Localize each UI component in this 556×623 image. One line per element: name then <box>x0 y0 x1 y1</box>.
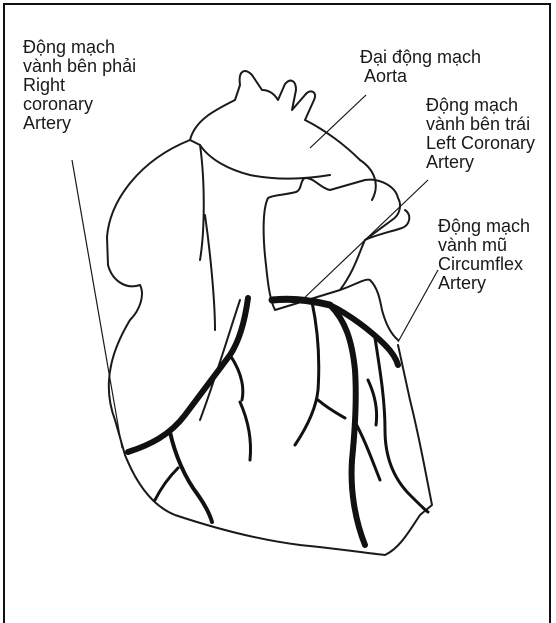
label-left-coronary-en-1: Left Coronary <box>426 134 535 153</box>
inner-wall-outline <box>205 215 215 330</box>
label-left-coronary: Động mạch vành bên trái Left Coronary Ar… <box>426 96 535 172</box>
lad-branch-2 <box>318 400 345 418</box>
right-coronary-artery <box>128 298 248 452</box>
lad-branch-1 <box>295 302 319 445</box>
label-right-coronary-en-3: Artery <box>23 114 136 133</box>
label-left-coronary-vi-1: Động mạch <box>426 96 535 115</box>
label-right-coronary-vi-2: vành bên phải <box>23 57 136 76</box>
right-atrium-outline <box>107 237 142 455</box>
vena-cava-outline <box>107 140 204 260</box>
label-right-coronary: Động mạch vành bên phải Right coronary A… <box>23 38 136 133</box>
label-circumflex-vi-1: Động mạch <box>438 217 530 236</box>
left-main-artery <box>272 299 330 305</box>
aorta-inner-outline <box>200 145 330 179</box>
rca-branch-2 <box>155 468 178 500</box>
pointer-right-coronary <box>72 160 122 448</box>
label-left-coronary-vi-2: vành bên trái <box>426 115 535 134</box>
label-aorta: Đại động mạch Aorta <box>360 48 481 86</box>
label-circumflex-en-1: Circumflex <box>438 255 530 274</box>
label-aorta-en: Aorta <box>360 67 481 86</box>
circumflex-branch-2 <box>368 380 377 425</box>
label-right-coronary-vi-1: Động mạch <box>23 38 136 57</box>
lad-branch-4 <box>240 402 251 460</box>
aorta-outline <box>190 71 376 200</box>
pointer-circumflex <box>398 270 438 342</box>
label-aorta-vi: Đại động mạch <box>360 48 481 67</box>
lad-branch-3 <box>354 420 380 480</box>
left-anterior-descending <box>330 305 365 545</box>
pointer-left-coronary <box>300 180 428 302</box>
label-right-coronary-en-1: Right <box>23 76 136 95</box>
label-circumflex: Động mạch vành mũ Circumflex Artery <box>438 217 530 293</box>
label-circumflex-vi-2: vành mũ <box>438 236 530 255</box>
label-left-coronary-en-2: Artery <box>426 153 535 172</box>
pulmonary-trunk-outline <box>264 178 400 310</box>
rca-branch-3 <box>230 355 243 400</box>
label-right-coronary-en-2: coronary <box>23 95 136 114</box>
rca-branch-1 <box>170 432 212 522</box>
label-circumflex-en-2: Artery <box>438 274 530 293</box>
